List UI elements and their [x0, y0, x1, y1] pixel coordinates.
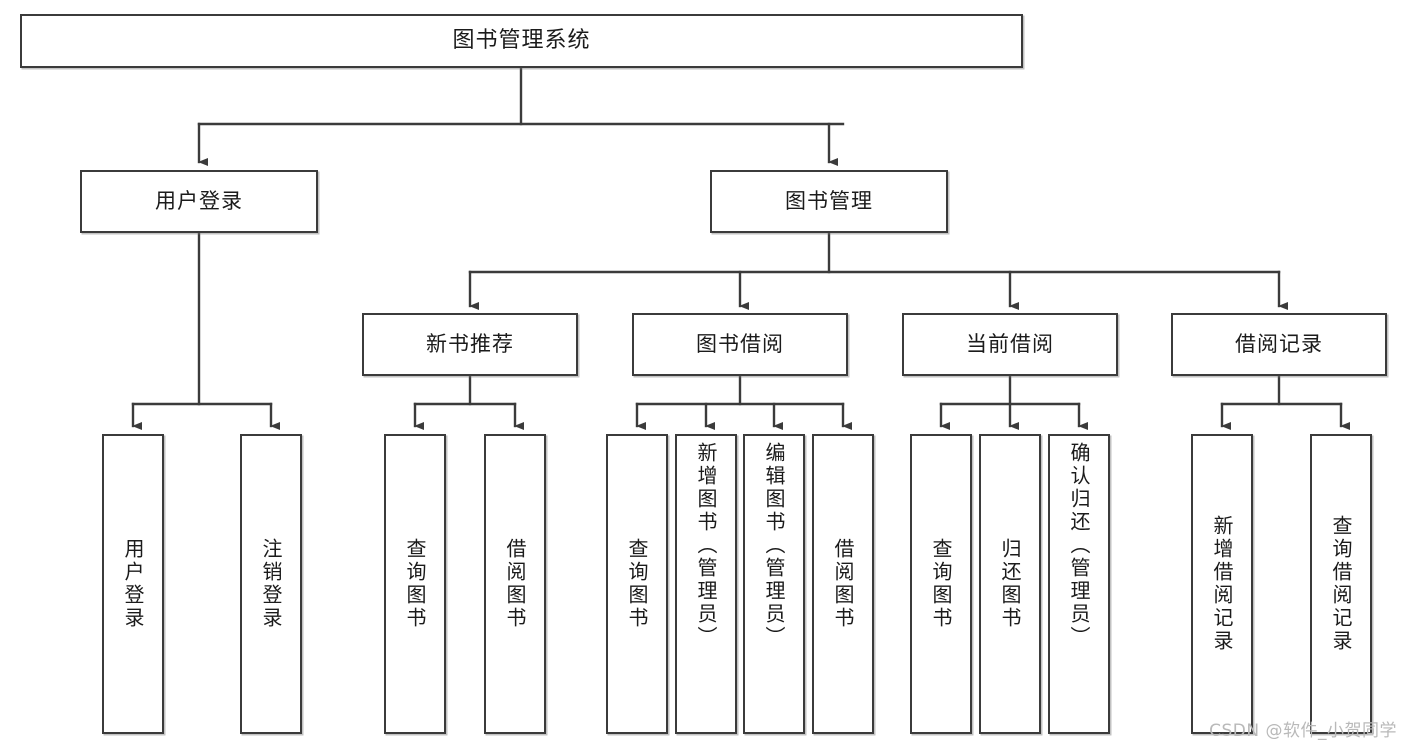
- node-label: 用户登录: [155, 189, 243, 214]
- node-new-book-recommend[interactable]: 新书推荐: [362, 313, 578, 376]
- node-book-management[interactable]: 图书管理: [710, 170, 948, 233]
- node-label: 归还图书: [998, 538, 1022, 630]
- leaf-book-borrow-borrow[interactable]: 借阅图书: [812, 434, 874, 734]
- node-book-borrow[interactable]: 图书借阅: [632, 313, 848, 376]
- leaf-borrow-record-query[interactable]: 查询借阅记录: [1310, 434, 1372, 734]
- leaf-user-login-signin[interactable]: 用户登录: [102, 434, 164, 734]
- csdn-watermark: CSDN @软件_小贺同学: [1209, 721, 1397, 741]
- node-label: 用户登录: [121, 538, 145, 630]
- leaf-user-login-signout[interactable]: 注销登录: [240, 434, 302, 734]
- leaf-new-book-query[interactable]: 查询图书: [384, 434, 446, 734]
- node-label: 图书管理: [785, 189, 873, 214]
- node-label: 注销登录: [259, 538, 283, 630]
- node-label: 查询图书: [625, 538, 649, 630]
- node-label: 借阅图书: [503, 538, 527, 630]
- node-label: 确认归还（管理员）: [1067, 442, 1091, 649]
- node-label: 当前借阅: [966, 332, 1054, 357]
- node-label: 查询图书: [929, 538, 953, 630]
- node-label: 新增图书（管理员）: [694, 442, 718, 649]
- leaf-book-borrow-query[interactable]: 查询图书: [606, 434, 668, 734]
- node-current-borrow[interactable]: 当前借阅: [902, 313, 1118, 376]
- node-label: 图书借阅: [696, 332, 784, 357]
- node-label: 借阅记录: [1235, 332, 1323, 357]
- leaf-new-book-borrow[interactable]: 借阅图书: [484, 434, 546, 734]
- leaf-current-borrow-confirm-admin[interactable]: 确认归还（管理员）: [1048, 434, 1110, 734]
- leaf-borrow-record-add[interactable]: 新增借阅记录: [1191, 434, 1253, 734]
- node-label: 借阅图书: [831, 538, 855, 630]
- leaf-book-borrow-edit-admin[interactable]: 编辑图书（管理员）: [743, 434, 805, 734]
- node-label: 新增借阅记录: [1210, 515, 1234, 653]
- node-label: 图书管理系统: [452, 28, 591, 54]
- node-label: 编辑图书（管理员）: [762, 442, 786, 649]
- node-system-root[interactable]: 图书管理系统: [20, 14, 1023, 68]
- node-borrow-record[interactable]: 借阅记录: [1171, 313, 1387, 376]
- node-label: 查询借阅记录: [1329, 515, 1353, 653]
- leaf-book-borrow-add-admin[interactable]: 新增图书（管理员）: [675, 434, 737, 734]
- leaf-current-borrow-return[interactable]: 归还图书: [979, 434, 1041, 734]
- node-label: 查询图书: [403, 538, 427, 630]
- node-label: 新书推荐: [426, 332, 514, 357]
- node-user-login[interactable]: 用户登录: [80, 170, 318, 233]
- leaf-current-borrow-query[interactable]: 查询图书: [910, 434, 972, 734]
